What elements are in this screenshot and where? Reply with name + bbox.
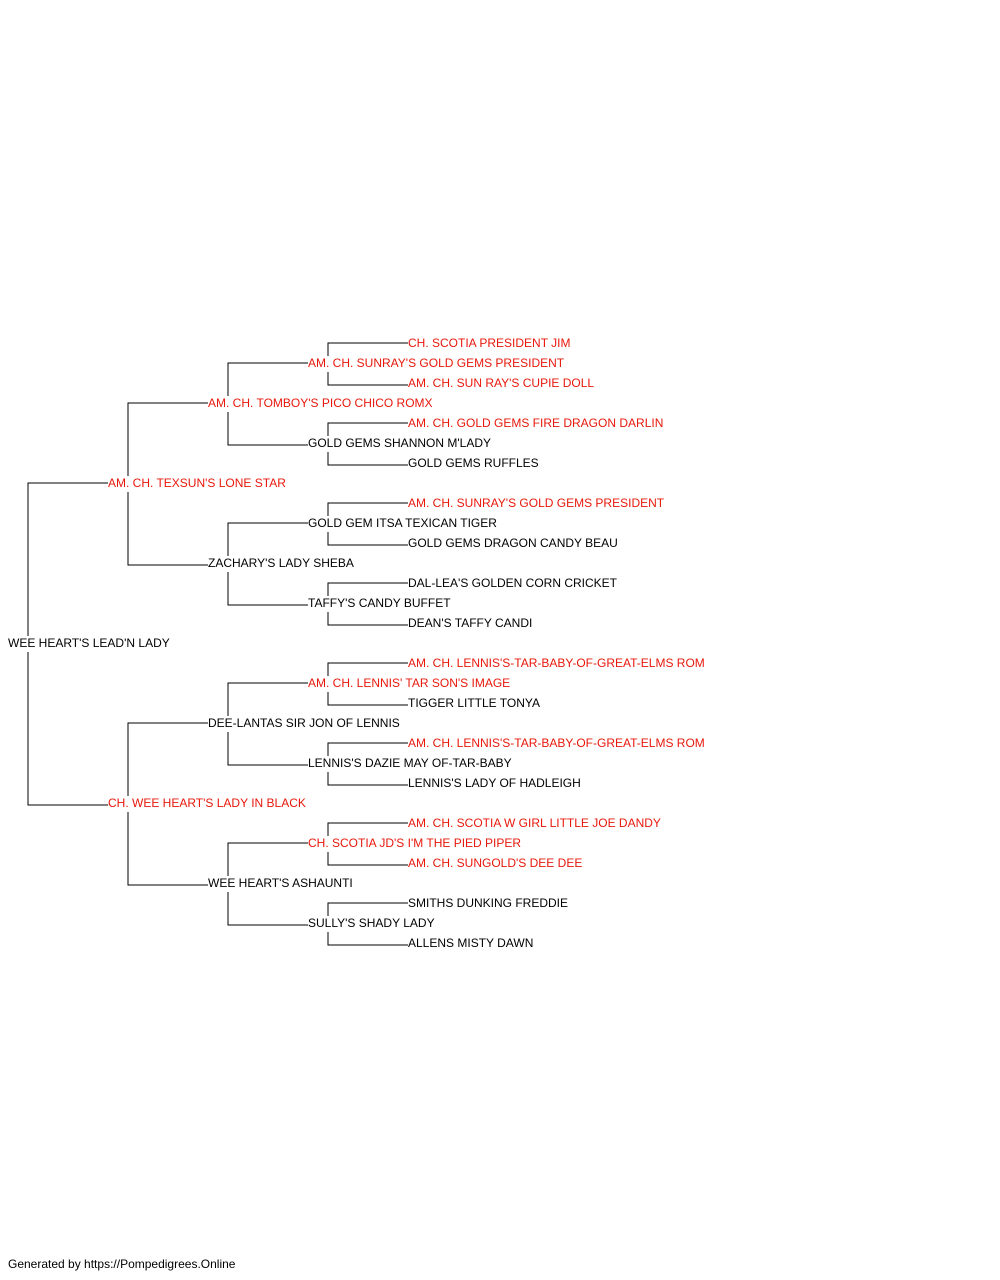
grandparent-name-dam-sire: DEE-LANTAS SIR JON OF LENNIS <box>208 716 400 730</box>
dam-connector-line <box>327 452 408 466</box>
dam-connector-line <box>27 652 108 806</box>
dam-connector-line <box>327 532 408 546</box>
dam-connector-line <box>227 892 308 926</box>
dam-connector-line <box>327 852 408 866</box>
parent-name-dam: CH. WEE HEART'S LADY IN BLACK <box>108 796 306 810</box>
great-grandparent-name-sire-dam-sire: GOLD GEM ITSA TEXICAN TIGER <box>308 516 497 530</box>
footer-credit: Generated by https://Pompedigrees.Online <box>8 1257 236 1271</box>
sire-connector-line <box>327 662 408 676</box>
great-great-grandparent-name-sire-sire-dam-sire: AM. CH. GOLD GEMS FIRE DRAGON DARLIN <box>408 416 663 430</box>
dam-connector-line <box>327 692 408 706</box>
sire-connector-line <box>327 342 408 356</box>
great-great-grandparent-name-dam-sire-sire-dam: TIGGER LITTLE TONYA <box>408 696 540 710</box>
dam-connector-line <box>227 732 308 766</box>
grandparent-name-dam-dam: WEE HEART'S ASHAUNTI <box>208 876 353 890</box>
great-grandparent-name-sire-sire-sire: AM. CH. SUNRAY'S GOLD GEMS PRESIDENT <box>308 356 565 370</box>
great-great-grandparent-name-sire-dam-dam-dam: DEAN'S TAFFY CANDI <box>408 616 532 630</box>
dam-connector-line <box>327 932 408 946</box>
ancestor-labels: WEE HEART'S LEAD'N LADY AM. CH. TEXSUN'S … <box>8 336 705 950</box>
sire-connector-line <box>227 522 308 556</box>
great-great-grandparent-name-dam-dam-dam-dam: ALLENS MISTY DAWN <box>408 936 533 950</box>
great-great-grandparent-name-sire-dam-sire-dam: GOLD GEMS DRAGON CANDY BEAU <box>408 536 618 550</box>
subject-name: WEE HEART'S LEAD'N LADY <box>8 636 170 650</box>
great-grandparent-name-dam-sire-sire: AM. CH. LENNIS' TAR SON'S IMAGE <box>308 676 510 690</box>
great-great-grandparent-name-dam-dam-sire-sire: AM. CH. SCOTIA W GIRL LITTLE JOE DANDY <box>408 816 661 830</box>
dam-connector-line <box>227 412 308 446</box>
sire-connector-line <box>327 742 408 756</box>
dam-connector-line <box>327 612 408 626</box>
grandparent-name-sire-dam: ZACHARY'S LADY SHEBA <box>208 556 354 570</box>
dam-connector-line <box>127 492 208 566</box>
sire-connector-line <box>227 682 308 716</box>
grandparent-name-sire-sire: AM. CH. TOMBOY'S PICO CHICO ROMX <box>208 396 433 410</box>
great-great-grandparent-name-dam-sire-sire-sire: AM. CH. LENNIS'S-TAR-BABY-OF-GREAT-ELMS … <box>408 656 705 670</box>
great-great-grandparent-name-dam-sire-dam-sire: AM. CH. LENNIS'S-TAR-BABY-OF-GREAT-ELMS … <box>408 736 705 750</box>
great-great-grandparent-name-sire-dam-dam-sire: DAL-LEA'S GOLDEN CORN CRICKET <box>408 576 618 590</box>
dam-connector-line <box>327 372 408 386</box>
great-great-grandparent-name-dam-sire-dam-dam: LENNIS'S LADY OF HADLEIGH <box>408 776 581 790</box>
sire-connector-line <box>227 842 308 876</box>
dam-connector-line <box>227 572 308 606</box>
sire-connector-line <box>327 822 408 836</box>
great-great-grandparent-name-sire-sire-dam-dam: GOLD GEMS RUFFLES <box>408 456 539 470</box>
connector-lines <box>27 342 408 946</box>
sire-connector-line <box>327 502 408 516</box>
dam-connector-line <box>327 772 408 786</box>
great-grandparent-name-dam-dam-dam: SULLY'S SHADY LADY <box>308 916 435 930</box>
great-great-grandparent-name-sire-sire-sire-dam: AM. CH. SUN RAY'S CUPIE DOLL <box>408 376 594 390</box>
great-great-grandparent-name-sire-dam-sire-sire: AM. CH. SUNRAY'S GOLD GEMS PRESIDENT <box>408 496 665 510</box>
sire-connector-line <box>327 422 408 436</box>
great-grandparent-name-dam-dam-sire: CH. SCOTIA JD'S I'M THE PIED PIPER <box>308 836 521 850</box>
great-great-grandparent-name-sire-sire-sire-sire: CH. SCOTIA PRESIDENT JIM <box>408 336 570 350</box>
dam-connector-line <box>127 812 208 886</box>
sire-connector-line <box>127 722 208 796</box>
great-great-grandparent-name-dam-dam-sire-dam: AM. CH. SUNGOLD'S DEE DEE <box>408 856 582 870</box>
sire-connector-line <box>227 362 308 396</box>
sire-connector-line <box>127 402 208 476</box>
sire-connector-line <box>27 482 108 636</box>
great-grandparent-name-dam-sire-dam: LENNIS'S DAZIE MAY OF-TAR-BABY <box>308 756 512 770</box>
parent-name-sire: AM. CH. TEXSUN'S LONE STAR <box>108 476 286 490</box>
great-great-grandparent-name-dam-dam-dam-sire: SMITHS DUNKING FREDDIE <box>408 896 568 910</box>
great-grandparent-name-sire-dam-dam: TAFFY'S CANDY BUFFET <box>308 596 451 610</box>
sire-connector-line <box>327 902 408 916</box>
great-grandparent-name-sire-sire-dam: GOLD GEMS SHANNON M'LADY <box>308 436 491 450</box>
sire-connector-line <box>327 582 408 596</box>
